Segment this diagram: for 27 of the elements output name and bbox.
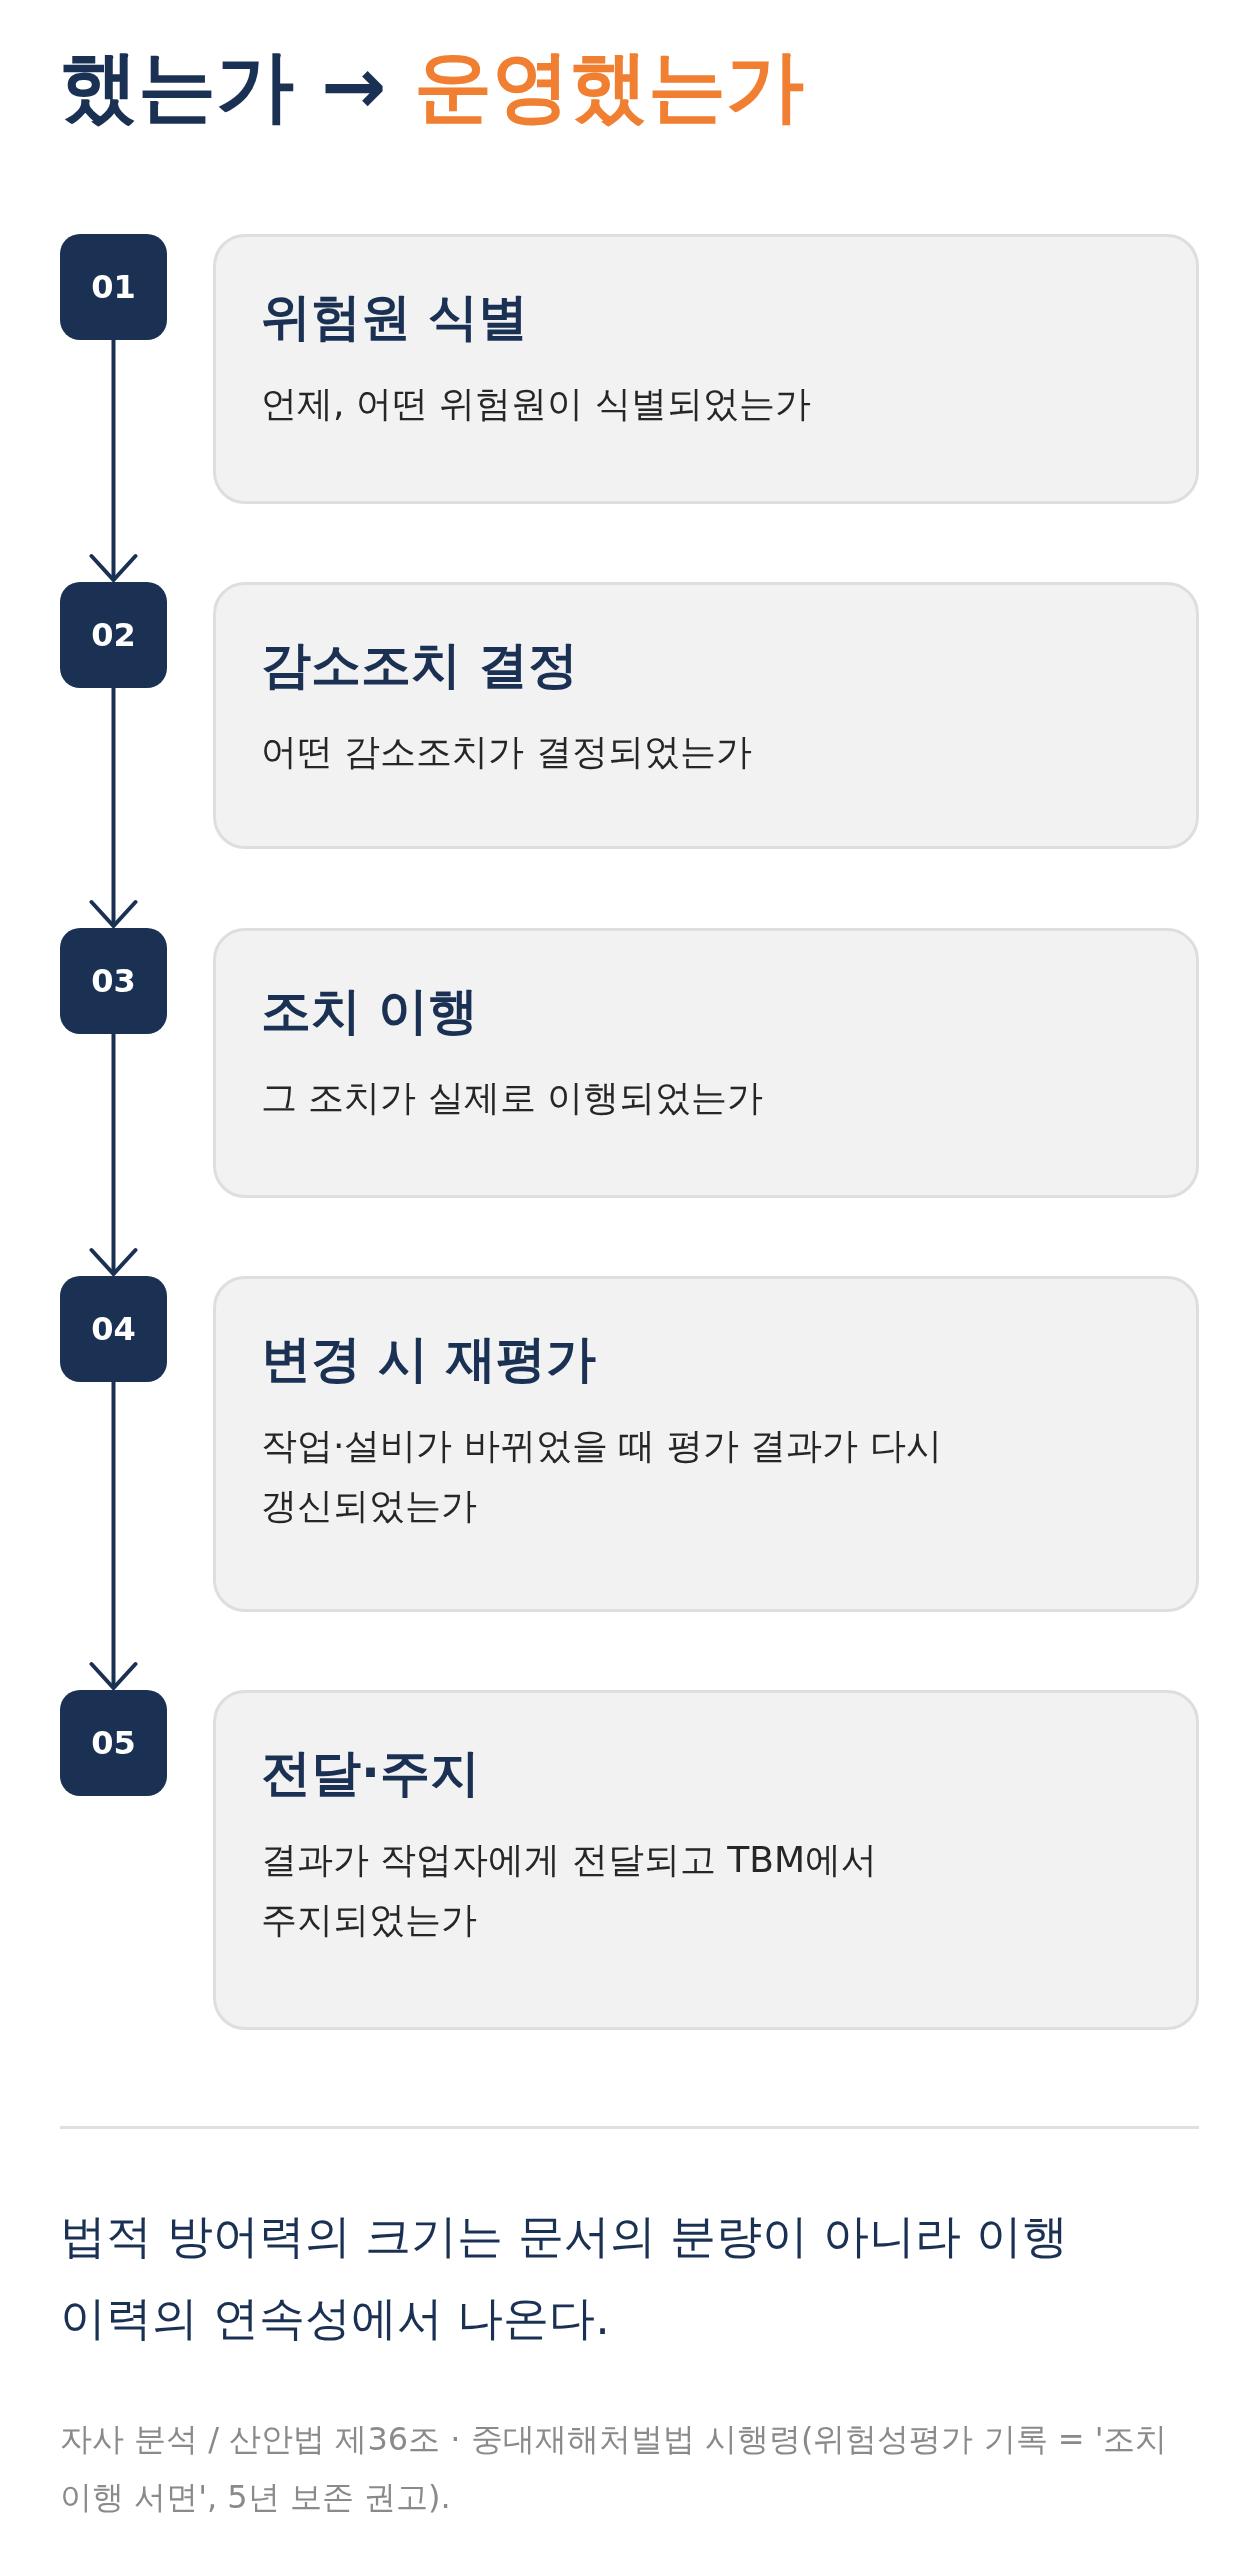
page-title: 했는가 → 운영했는가 [60, 40, 804, 133]
step-card [213, 234, 1199, 504]
step-number-badge: 04 [60, 1276, 167, 1382]
step-card [213, 582, 1199, 849]
card-description: 결과가 작업자에게 전달되고 TBM에서 주지되었는가 [261, 1838, 879, 1942]
card-description: 그 조치가 실제로 이행되었는가 [261, 1076, 765, 1120]
card-description: 작업·설비가 바뀌었을 때 평가 결과가 다시 갱신되었는가 [261, 1424, 943, 1528]
card-heading: 위험원 식별 [261, 287, 529, 348]
step-number-badge: 02 [60, 582, 167, 688]
step-number-badge: 05 [60, 1690, 167, 1796]
arrow [89, 1034, 138, 1276]
card-description: 어떤 감소조치가 결정되었는가 [261, 730, 753, 774]
step-number-badge: 03 [60, 928, 167, 1034]
card-heading: 전달·주지 [261, 1743, 480, 1804]
step-card [213, 1690, 1199, 2030]
arrow [89, 1382, 138, 1690]
arrow [89, 688, 138, 928]
conclusion-text: 법적 방어력의 크기는 문서의 분량이 아니라 이행 이력의 연속성에서 나온다. [60, 2208, 1069, 2347]
step-card [213, 928, 1199, 1198]
card-heading: 변경 시 재평가 [261, 1329, 596, 1390]
card-heading: 감소조치 결정 [261, 635, 579, 696]
step-number-badge: 01 [60, 234, 167, 340]
step-card [213, 1276, 1199, 1612]
card-heading: 조치 이행 [261, 981, 479, 1042]
source-note: 자사 분석 / 산안법 제36조 · 중대재해처벌법 시행령(위험성평가 기록 = '조치 이행 서면', 5년 보존 권고). [60, 2419, 1169, 2518]
card-description: 언제, 어떤 위험원이 식별되었는가 [261, 382, 812, 426]
arrow [89, 340, 138, 582]
